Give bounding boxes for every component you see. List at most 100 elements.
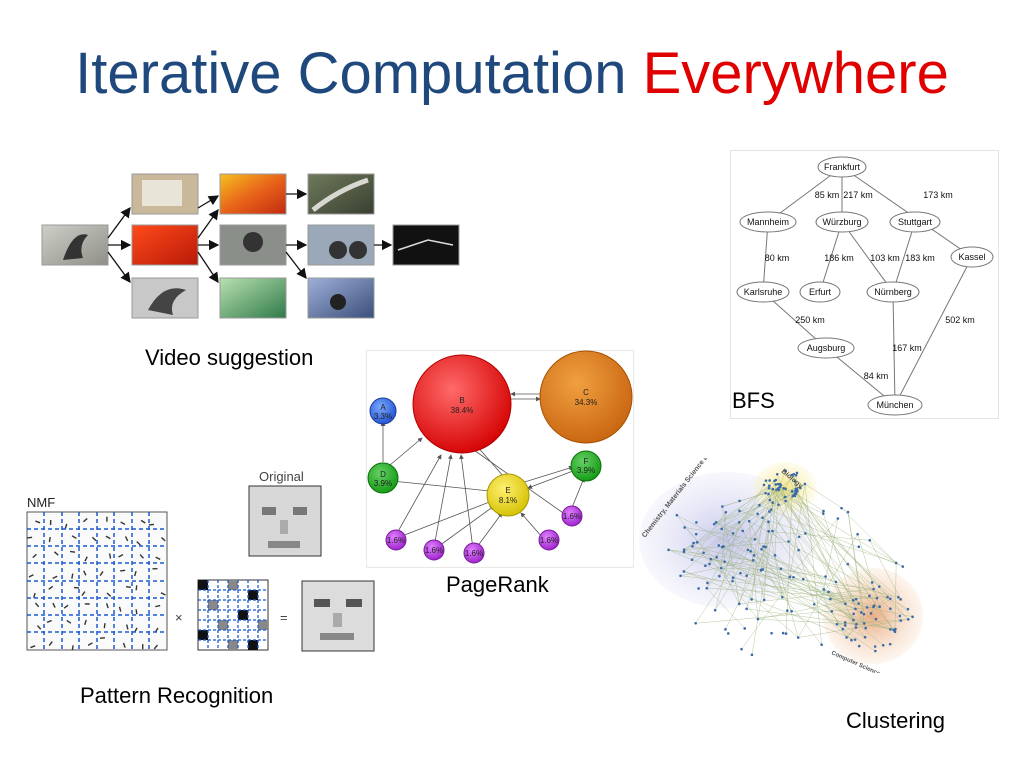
network-node (779, 567, 783, 571)
video-suggestion-caption: Video suggestion (145, 345, 314, 370)
bfs-node: Karlsruhe (744, 287, 783, 297)
network-node (756, 512, 759, 516)
video-thumb-source (41, 224, 109, 266)
network-node (804, 531, 807, 535)
pagerank-node-small (463, 542, 485, 564)
network-edge (785, 496, 903, 567)
network-edge (869, 540, 897, 564)
network-node (863, 635, 867, 639)
network-node (778, 485, 782, 489)
pagerank-label: 8.1% (499, 496, 517, 505)
nmf-basis-stroke (52, 575, 58, 579)
network-node (717, 544, 721, 547)
network-edge (676, 514, 894, 631)
network-node (852, 618, 855, 622)
network-edge (742, 530, 783, 598)
nmf-basis-stroke (69, 550, 76, 553)
pagerank-label: 1.6% (563, 512, 581, 521)
pagerank-label: F (584, 457, 589, 466)
network-node (694, 532, 698, 536)
network-edge (823, 589, 874, 607)
network-node (794, 487, 798, 491)
nmf-basis-stroke (124, 536, 129, 542)
video-thumb-7 (307, 173, 375, 215)
network-node (862, 622, 866, 625)
network-node (864, 626, 867, 630)
nmf-basis-stroke (82, 518, 88, 523)
network-node (679, 574, 682, 578)
network-node (843, 624, 847, 627)
network-edge (774, 488, 779, 556)
video-thumb-4 (219, 173, 287, 215)
network-edge (847, 512, 865, 624)
pagerank-node-a (369, 397, 397, 425)
nmf-basis-stroke (52, 602, 56, 608)
network-node (761, 516, 764, 519)
network-edge (869, 540, 901, 600)
pagerank-node-c (539, 350, 633, 444)
network-node (746, 548, 750, 552)
network-node (888, 642, 892, 646)
network-node (878, 605, 881, 609)
network-node (796, 490, 799, 493)
network-node (784, 469, 787, 472)
network-node (749, 550, 752, 553)
network-node (720, 545, 724, 549)
network-node (768, 498, 772, 502)
network-edge (836, 619, 909, 625)
network-node (737, 602, 741, 606)
nmf-original-face (248, 485, 322, 557)
network-edge (751, 531, 773, 655)
nmf-basis-stroke (48, 641, 53, 647)
pagerank-node-small (561, 505, 583, 527)
network-edge (684, 527, 756, 540)
video-thumb-3 (131, 277, 199, 319)
network-node (694, 621, 697, 625)
network-node (869, 612, 873, 615)
nmf-basis-stroke (87, 642, 93, 646)
network-node (784, 499, 788, 503)
network-node (829, 597, 832, 601)
network-node (906, 607, 910, 611)
network-node (803, 482, 807, 486)
nmf-basis-stroke (81, 591, 86, 597)
network-node (857, 545, 861, 549)
network-node (899, 619, 903, 622)
network-edge (795, 493, 891, 600)
network-edge (722, 546, 876, 652)
network-edge (798, 536, 857, 600)
network-node (911, 615, 914, 619)
title-part-2: Everywhere (642, 41, 949, 106)
network-node (682, 550, 686, 554)
nmf-basis-stroke (30, 645, 36, 649)
network-node (812, 602, 816, 606)
network-node (857, 602, 861, 605)
network-edge (695, 509, 772, 624)
nmf-basis-stroke (105, 603, 109, 609)
network-node (704, 564, 707, 568)
network-node (844, 602, 847, 606)
network-node (723, 560, 726, 563)
network-node (683, 526, 686, 529)
network-edge (795, 491, 896, 632)
network-edge (668, 549, 891, 600)
network-edge (676, 515, 759, 620)
network-node (776, 486, 780, 490)
network-node (889, 607, 892, 611)
network-node (776, 482, 780, 486)
pagerank-label: B (459, 396, 464, 405)
network-node (751, 558, 755, 562)
network-edge (769, 480, 775, 501)
bfs-node: Erfurt (809, 287, 832, 297)
network-node (764, 491, 767, 495)
network-node (854, 597, 858, 601)
network-edge (739, 499, 771, 604)
network-node (868, 538, 872, 542)
network-edge (683, 549, 868, 608)
network-node (874, 617, 878, 621)
clustering-network: Chemistry, Materials Science and Physics… (639, 458, 935, 673)
network-node (731, 579, 734, 583)
network-edge (757, 598, 857, 620)
network-edge (804, 483, 822, 645)
nmf-basis-stroke (91, 536, 97, 542)
